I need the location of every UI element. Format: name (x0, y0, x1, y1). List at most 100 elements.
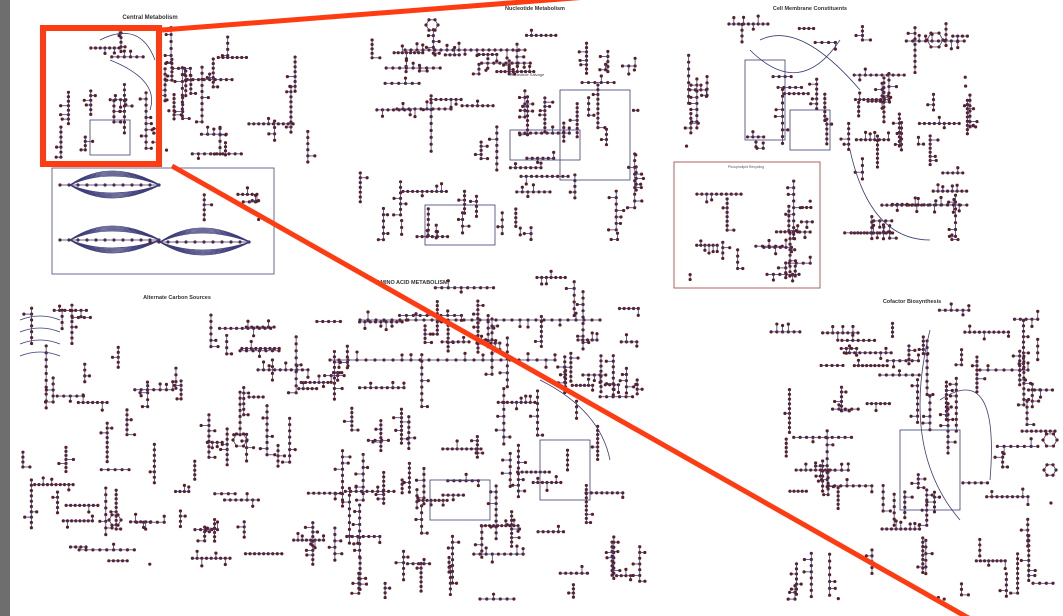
metabolite-node (117, 366, 120, 369)
metabolite-node (508, 435, 511, 438)
metabolite-node (501, 472, 504, 475)
metabolite-node (197, 157, 200, 160)
metabolite-node (548, 470, 551, 473)
metabolite-node (213, 456, 216, 459)
metabolite-node (462, 494, 465, 497)
metabolite-node (531, 109, 534, 112)
metabolite-node (528, 65, 531, 68)
metabolite-node (566, 175, 569, 178)
metabolite-node (938, 116, 941, 119)
metabolite-node (510, 545, 513, 548)
metabolite-node (576, 356, 579, 359)
metabolite-node (913, 71, 916, 74)
metabolite-node (631, 395, 634, 398)
metabolite-node (576, 335, 579, 338)
metabolite-node (214, 552, 217, 555)
metabolite-node (486, 67, 489, 70)
metabolite-node (28, 465, 31, 468)
metabolite-node (151, 141, 154, 144)
metabolite-node (341, 504, 344, 507)
metabolite-node (449, 106, 452, 109)
metabolite-node (127, 468, 130, 471)
metabolite-node (460, 319, 463, 322)
metabolite-node (598, 68, 601, 71)
metabolite-node (808, 83, 811, 86)
metabolite-node (610, 238, 613, 241)
metabolite-node (635, 344, 638, 347)
metabolite-node (762, 135, 765, 138)
metabolite-node (22, 312, 25, 315)
metabolite-node (536, 477, 539, 480)
metabolite-node (66, 526, 69, 529)
metabolite-node (459, 98, 462, 101)
metabolite-node (152, 132, 155, 135)
metabolite-node (435, 185, 438, 188)
metabolite-node (700, 94, 703, 97)
metabolite-node (480, 556, 483, 559)
metabolite-node (463, 212, 466, 215)
metabolite-node (356, 542, 359, 545)
metabolite-node (621, 373, 624, 376)
metabolite-node (572, 596, 575, 599)
metabolite-node (716, 250, 719, 253)
metabolite-node (328, 546, 331, 549)
metabolite-node (133, 433, 136, 436)
metabolite-node (374, 493, 377, 496)
metabolite-node (907, 32, 910, 35)
metabolite-node (405, 319, 408, 322)
metabolite-node (129, 50, 132, 53)
metabolite-node (304, 526, 307, 529)
metabolite-node (767, 239, 770, 242)
metabolite-node (305, 549, 308, 552)
metabolite-node (811, 220, 814, 223)
metabolite-node (243, 536, 246, 539)
metabolite-node (232, 433, 235, 436)
metabolite-node (793, 248, 796, 251)
metabolite-node (872, 224, 875, 227)
metabolite-node (130, 104, 133, 107)
metabolite-node (569, 380, 572, 383)
metabolite-node (339, 320, 342, 323)
metabolite-node (385, 328, 388, 331)
metabolite-node (948, 228, 951, 231)
metabolite-node (469, 200, 472, 203)
metabolite-node (937, 45, 940, 48)
metabolite-node (515, 62, 518, 65)
metabolite-node (196, 550, 199, 553)
metabolite-node (165, 61, 168, 64)
metabolite-node (387, 439, 390, 442)
metabolite-node (433, 53, 436, 56)
metabolite-node (619, 215, 622, 218)
metabolite-node (963, 104, 966, 107)
metabolite-node (415, 506, 418, 509)
metabolite-node (869, 38, 872, 41)
title-cofactor-biosynthesis: Cofactor Biosynthesis (883, 299, 941, 305)
metabolite-node (438, 52, 441, 55)
map-background (10, 0, 1063, 616)
metabolite-node (415, 479, 418, 482)
metabolite-node (710, 198, 713, 201)
metabolite-node (322, 534, 325, 537)
metabolite-node (568, 126, 571, 129)
metabolite-node (224, 563, 227, 566)
metabolite-node (446, 309, 449, 312)
metabolite-node (119, 106, 122, 109)
metabolite-node (481, 451, 484, 454)
metabolite-node (402, 578, 405, 581)
metabolite-node (221, 54, 224, 57)
metabolite-node (712, 250, 715, 253)
metabolite-node (246, 492, 249, 495)
metabolite-node (525, 182, 528, 185)
metabolite-node (436, 230, 439, 233)
metabolite-node (526, 352, 529, 355)
metabolite-node (230, 352, 233, 355)
metabolite-node (809, 256, 812, 259)
metabolite-node (206, 76, 209, 79)
metabolite-node (966, 132, 969, 135)
metabolite-node (67, 488, 70, 491)
metabolite-node (106, 460, 109, 463)
metabolite-node (45, 388, 48, 391)
metabolite-node (562, 140, 565, 143)
metabolite-node (517, 495, 520, 498)
metabolite-node (292, 122, 295, 125)
